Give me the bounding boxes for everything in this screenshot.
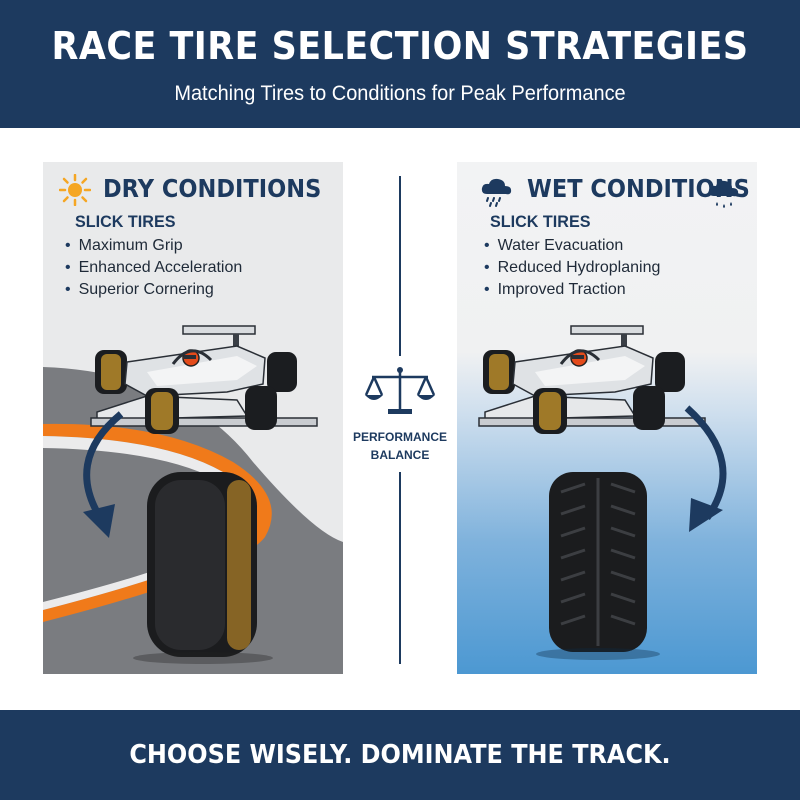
footer-banner: CHOOSE WISELY. DOMINATE THE TRACK.	[0, 710, 800, 800]
list-item: Maximum Grip	[65, 235, 242, 257]
dry-conditions-panel: DRY CONDITIONS SLICK TIRES Maximum Grip …	[43, 162, 343, 674]
dry-feature-list: Maximum Grip Enhanced Acceleration Super…	[65, 235, 243, 301]
page-title: RACE TIRE SELECTION STRATEGIES	[51, 24, 749, 68]
wet-conditions-panel: WET CONDITIONS SLICK TIRES Water Evacuat…	[457, 162, 757, 674]
sun-icon	[59, 174, 91, 206]
list-item: Improved Traction	[484, 279, 660, 301]
rain-cloud-icon	[708, 180, 739, 208]
wet-track-scene	[477, 324, 727, 660]
list-item: Water Evacuation	[484, 235, 660, 257]
balance-scale-icon	[364, 367, 436, 414]
list-item: Reduced Hydroplaning	[484, 257, 661, 279]
list-item: Enhanced Acceleration	[65, 257, 243, 279]
performance-balance-label: PERFORMANCE BALANCE	[352, 430, 447, 462]
divider-line-bottom	[399, 472, 401, 664]
page-subtitle: Matching Tires to Conditions for Peak Pe…	[174, 82, 626, 105]
rain-cloud-icon	[481, 178, 512, 207]
wet-feature-list: Water Evacuation Reduced Hydroplaning Im…	[484, 235, 661, 301]
dry-tire-type: SLICK TIRES	[75, 212, 176, 231]
dry-track-scene	[43, 324, 343, 674]
divider-line-top	[399, 176, 401, 356]
dry-conditions-title: DRY CONDITIONS	[103, 174, 322, 203]
wet-conditions-title: WET CONDITIONS	[527, 174, 750, 203]
footer-tagline: CHOOSE WISELY. DOMINATE THE TRACK.	[129, 740, 671, 770]
header-banner: RACE TIRE SELECTION STRATEGIES Matching …	[0, 0, 800, 128]
list-item: Superior Cornering	[65, 279, 242, 301]
wet-tire-type: SLICK TIRES	[490, 212, 591, 231]
